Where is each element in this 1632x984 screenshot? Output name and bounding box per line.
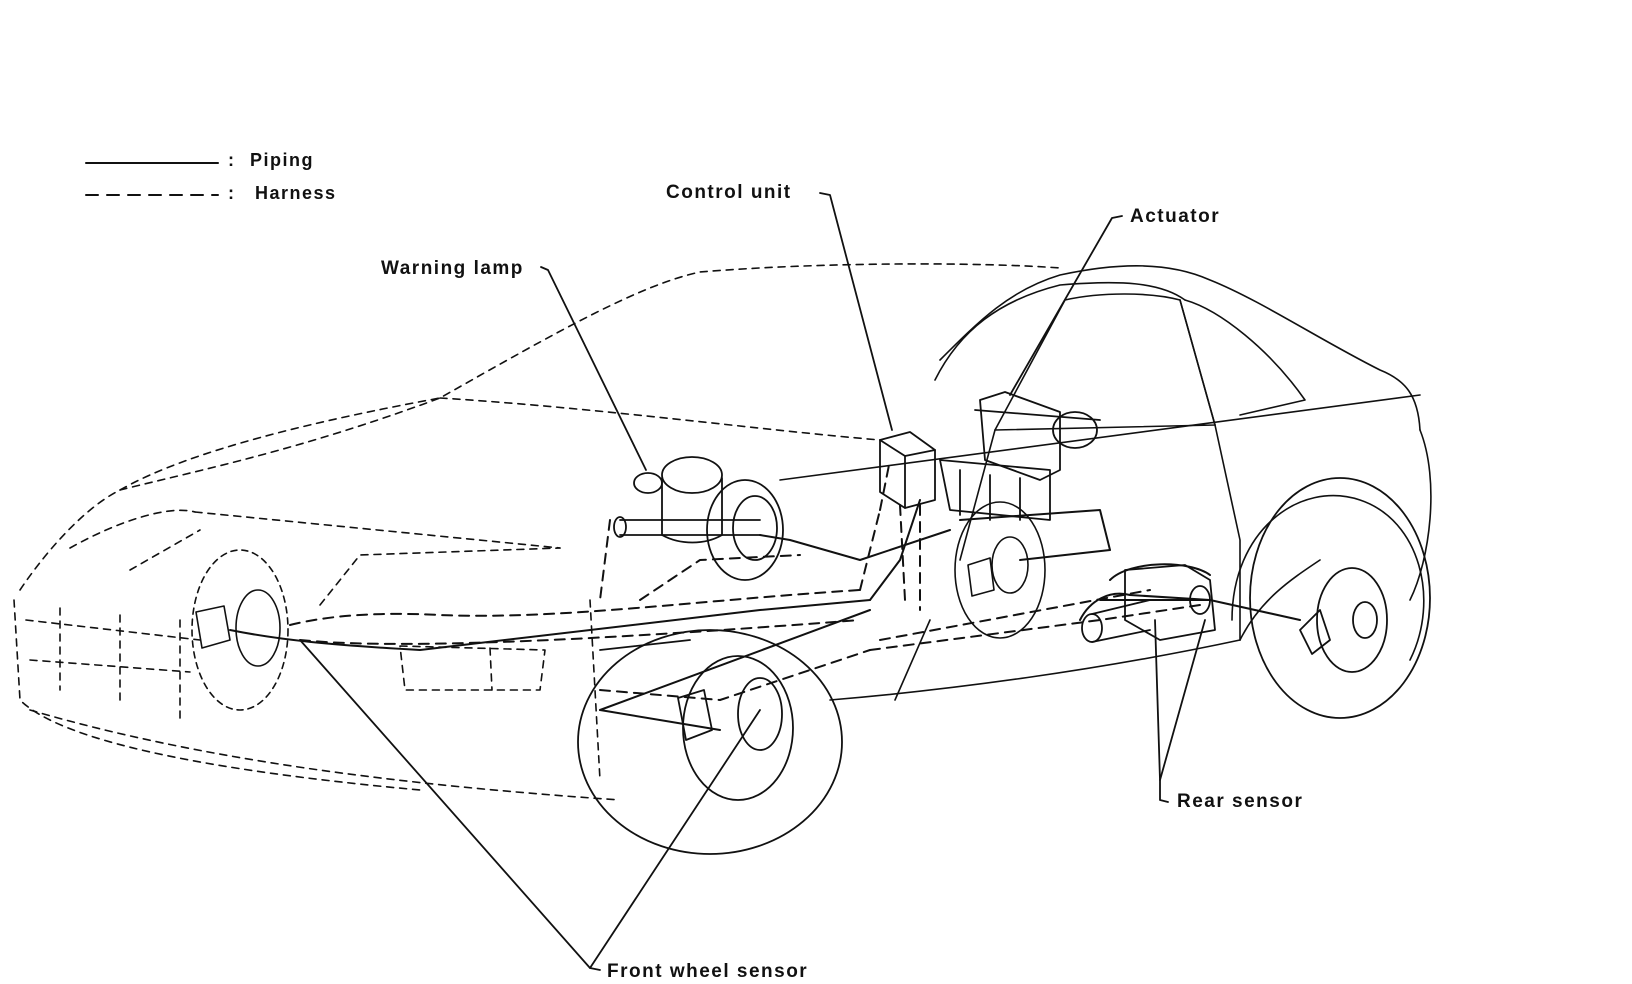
warning-lamp-label: Warning lamp: [381, 258, 524, 279]
front-left-wheel: [191, 549, 289, 711]
rear-right-wheel: [1249, 477, 1431, 719]
legend-harness-separator: :: [228, 183, 236, 203]
front-wheel-sensor-label: Front wheel sensor: [607, 961, 809, 982]
wiring-harness: [289, 459, 1201, 701]
rear-left-wheel: [954, 501, 1046, 639]
actuator-shape: [939, 391, 1101, 521]
actuator-label: Actuator: [1130, 206, 1221, 227]
brake-booster: [613, 456, 784, 581]
rear-differential: [1081, 564, 1216, 643]
legend-piping-separator: :: [228, 150, 236, 170]
rear-sensor-label: Rear sensor: [1177, 791, 1304, 812]
control-unit-shape: [879, 431, 936, 509]
car-cabin-outline: [779, 264, 1432, 701]
front-left-hub: [195, 589, 281, 667]
legend-piping-label: Piping: [250, 150, 314, 170]
legend-harness-label: Harness: [255, 183, 337, 203]
warning-lamp-shape: [633, 472, 663, 494]
brake-piping: [229, 499, 1301, 731]
callout-leader-lines: [299, 192, 1206, 971]
front-right-wheel: [577, 629, 843, 855]
control-unit-label: Control unit: [666, 182, 792, 203]
car-body-outline: [13, 263, 1061, 801]
